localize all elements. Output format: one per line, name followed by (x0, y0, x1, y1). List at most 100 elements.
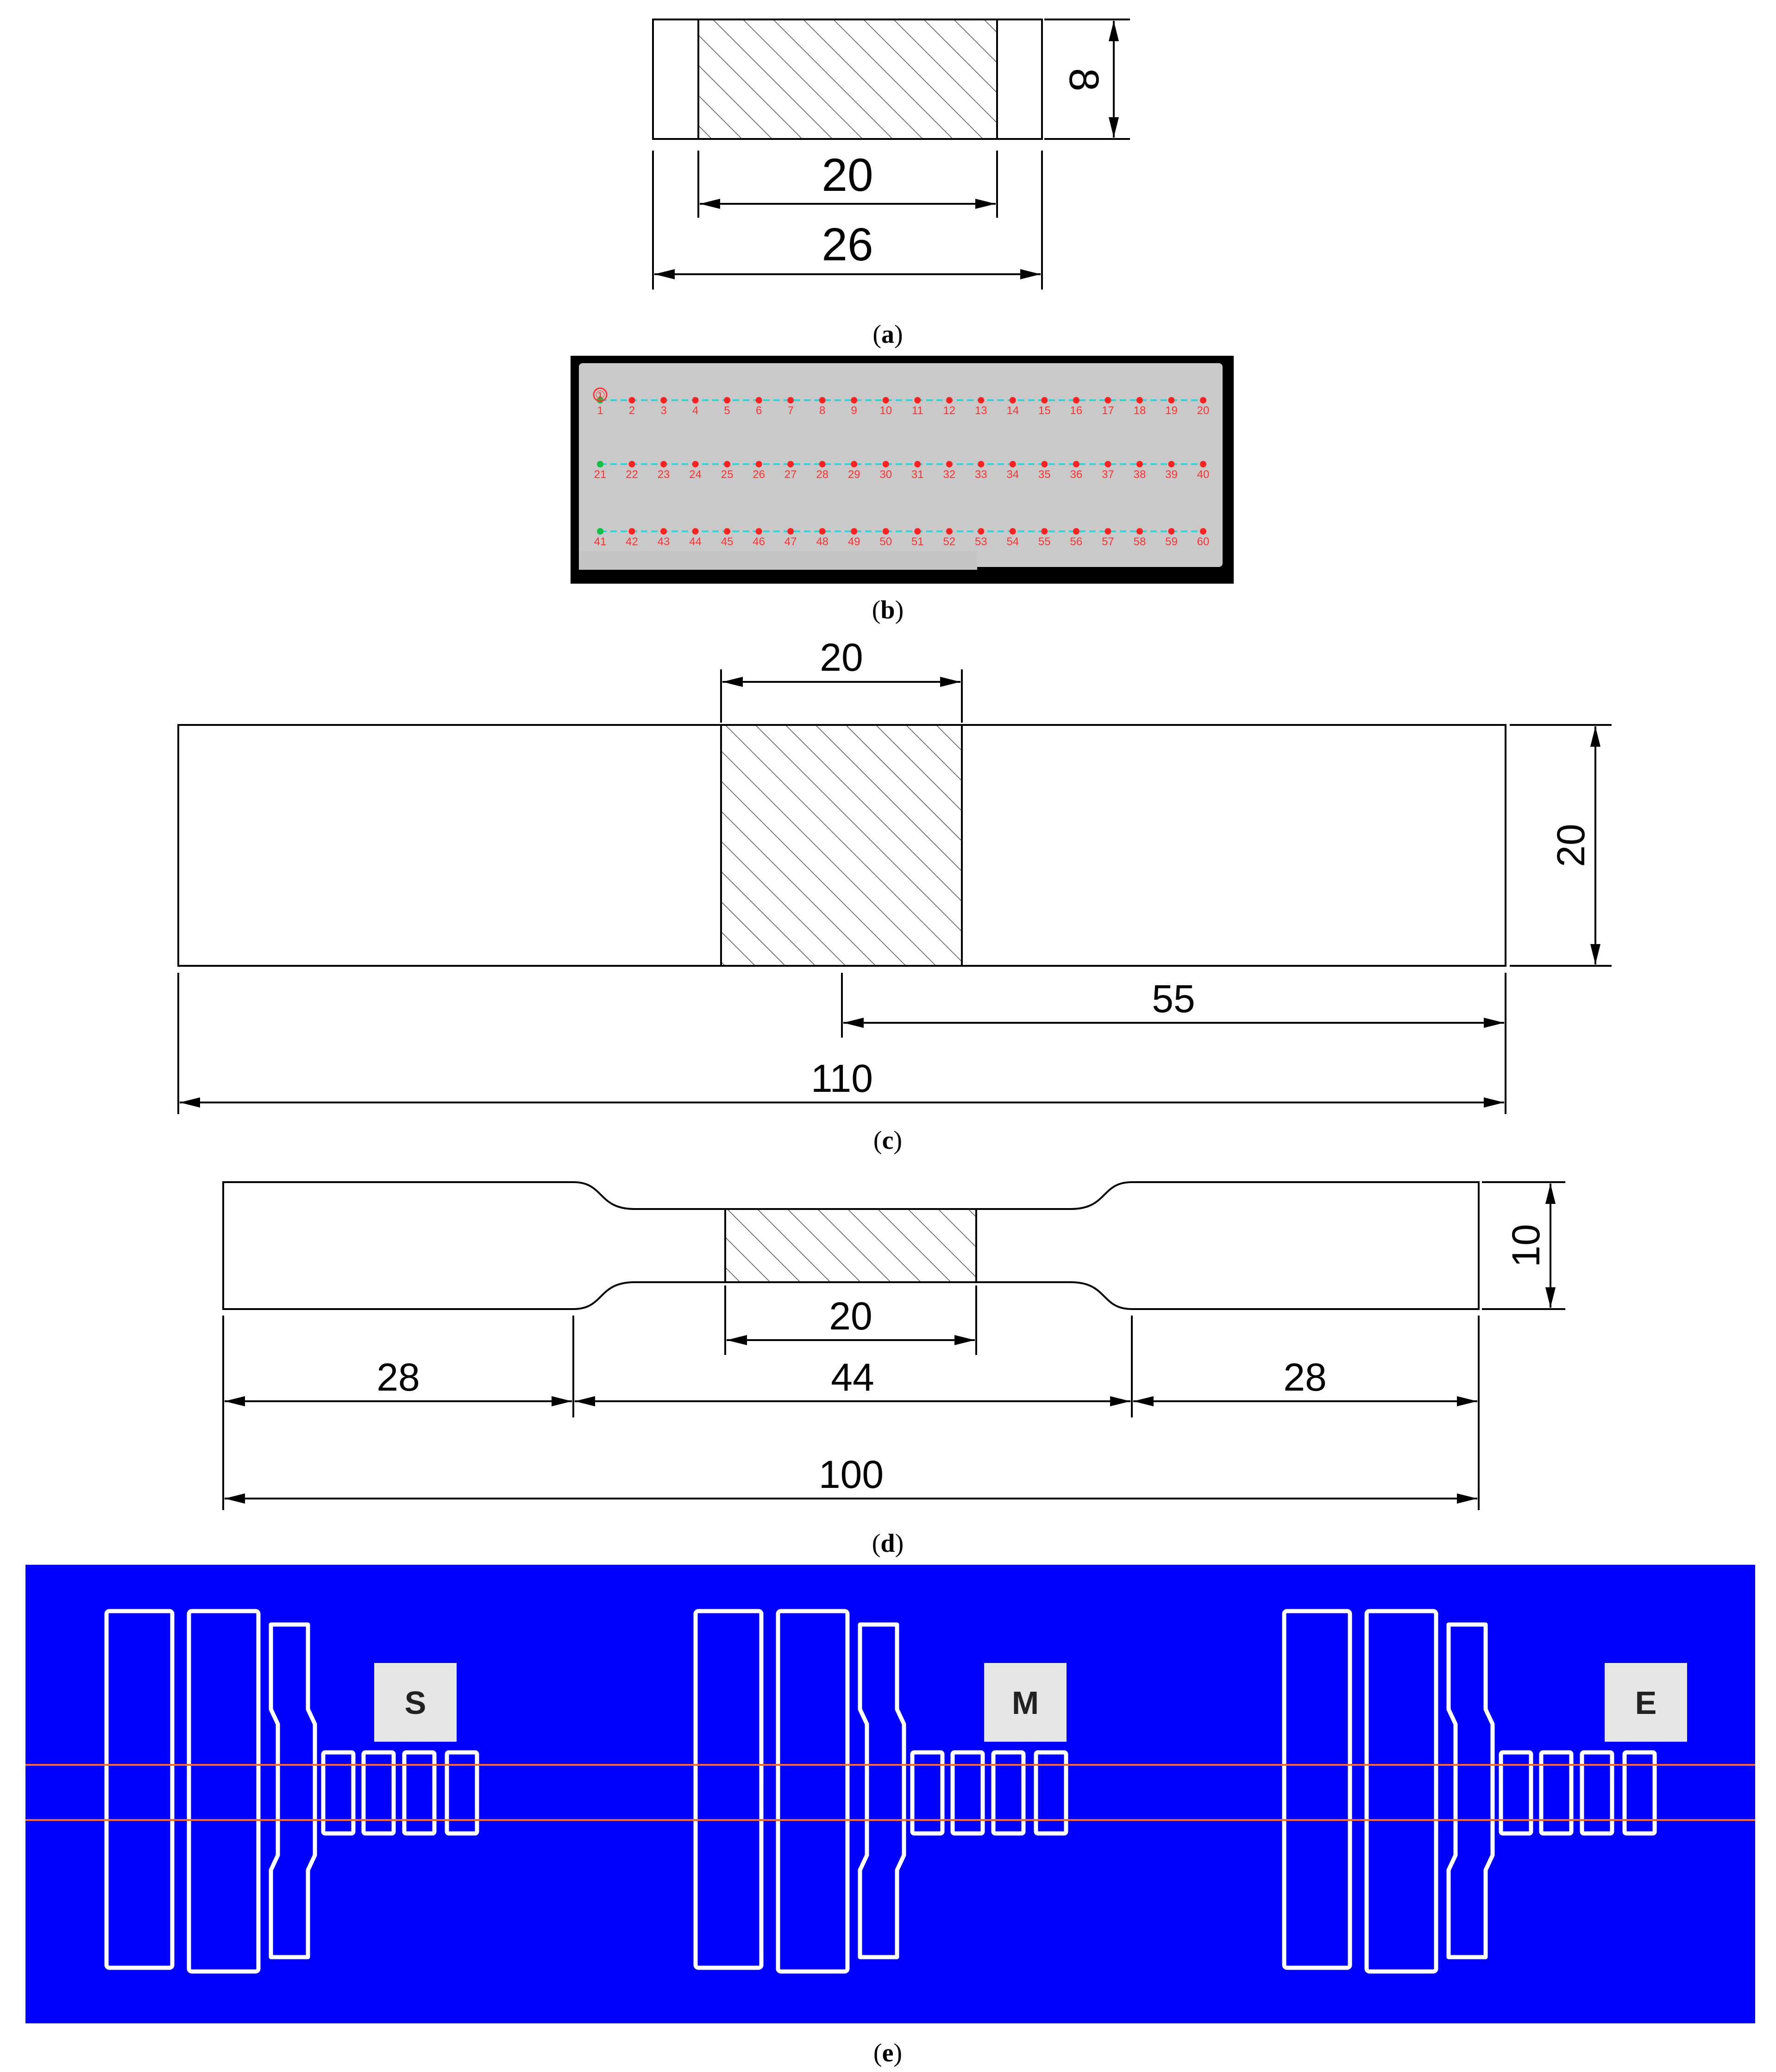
block-specimen (1499, 1750, 1533, 1836)
measurement-point (692, 461, 699, 467)
block-specimen (1034, 1750, 1068, 1836)
specimen-c-hatched-zone (720, 724, 963, 967)
measurement-point-label: 55 (1038, 535, 1051, 548)
measurement-point-label: 13 (975, 404, 987, 417)
dim-c-total-label: 110 (811, 1057, 873, 1100)
measurement-point-label: 28 (816, 468, 828, 481)
measurement-point-label: 15 (1038, 404, 1051, 417)
measurement-point-label: 4 (692, 404, 698, 417)
group-tag (984, 1663, 1067, 1742)
measurement-point-label: 47 (784, 535, 797, 548)
specimen-group: S (104, 1609, 479, 1974)
dogbone-specimen (858, 1622, 906, 1959)
measurement-point (946, 528, 953, 535)
measurement-point (1041, 528, 1048, 535)
measurement-point-label: 56 (1070, 535, 1083, 548)
measurement-point (660, 461, 667, 467)
measurement-point (914, 397, 921, 403)
measurement-point-label: 1 (597, 404, 603, 417)
measurement-point-label: 52 (943, 535, 955, 548)
panel-d (222, 1181, 1565, 1510)
measurement-point (978, 461, 985, 467)
measurement-point-label: 44 (689, 535, 702, 548)
dim-a-inner-label: 20 (822, 149, 873, 201)
block-specimen (321, 1750, 356, 1836)
bar-specimen (1282, 1609, 1352, 1970)
caption-c: (c) (873, 1126, 902, 1155)
measurement-point (1136, 528, 1143, 535)
block-specimen (402, 1750, 437, 1836)
bar-specimen (104, 1609, 175, 1970)
measurement-point-label: 5 (724, 404, 730, 417)
group-tag (374, 1663, 457, 1742)
measurement-point (755, 461, 762, 467)
block-specimen (910, 1750, 945, 1836)
measurement-point-label: 6 (756, 404, 762, 417)
measurement-point-label: 39 (1165, 468, 1178, 481)
group-tag (1605, 1663, 1687, 1742)
measurement-point (1168, 528, 1175, 535)
measurement-point (1073, 461, 1079, 467)
dim-a-height-label: 8 (1061, 68, 1107, 91)
measurement-point (724, 461, 731, 467)
measurement-point-label: 31 (911, 468, 924, 481)
measurement-point (851, 461, 858, 467)
measurement-point-label: 27 (784, 468, 797, 481)
measurement-point (787, 528, 794, 535)
measurement-point-label: 26 (753, 468, 765, 481)
measurement-point (628, 528, 635, 535)
group-tag-label: E (1635, 1685, 1657, 1721)
measurement-point-label: 18 (1134, 404, 1146, 417)
caption-a: (a) (872, 320, 903, 349)
measurement-point-label: 46 (753, 535, 765, 548)
block-specimen (1580, 1750, 1614, 1836)
measurement-point (819, 461, 826, 467)
measurement-point (755, 528, 762, 535)
dim-d-hatch-label: 20 (829, 1294, 872, 1338)
measurement-point-label: 36 (1070, 468, 1083, 481)
bar-specimen (776, 1609, 850, 1974)
origin-marker-label: ① (595, 389, 605, 402)
measurement-point (1073, 528, 1079, 535)
measurement-point (1041, 397, 1048, 403)
measurement-point (724, 528, 731, 535)
measurement-point-label: 38 (1134, 468, 1146, 481)
measurement-point-label: 16 (1070, 404, 1083, 417)
dim-c-hatch-label: 20 (820, 636, 863, 679)
caption-b: (b) (872, 596, 904, 624)
measurement-point (1200, 528, 1206, 535)
measurement-point (914, 461, 921, 467)
specimen-group: M (693, 1609, 1068, 1974)
measurement-point-label: 19 (1165, 404, 1178, 417)
measurement-point (597, 528, 603, 535)
block-specimen (1622, 1750, 1657, 1836)
measurement-point (1105, 461, 1111, 467)
measurement-point (755, 397, 762, 403)
measurement-point-label: 50 (879, 535, 892, 548)
measurement-point (787, 461, 794, 467)
measurement-point (1136, 397, 1143, 403)
measurement-point-label: 24 (689, 468, 702, 481)
measurement-point-label: 54 (1006, 535, 1019, 548)
measurement-point-label: 3 (660, 404, 666, 417)
specimen-d-outline (222, 1181, 1480, 1310)
measurement-point (819, 397, 826, 403)
caption-e: (e) (873, 2039, 902, 2067)
measurement-point (882, 461, 889, 467)
dim-d-height-label: 10 (1504, 1224, 1548, 1267)
group-tag-label: S (405, 1685, 427, 1721)
measurement-point-label: 33 (975, 468, 987, 481)
panel-a (652, 19, 1130, 290)
build-plate (25, 1565, 1755, 2023)
measurement-point (946, 397, 953, 403)
measurement-point (1009, 461, 1016, 467)
bar-specimen (693, 1609, 764, 1970)
measurement-point (724, 397, 731, 403)
specimen-group: E (1282, 1609, 1687, 1974)
measurement-point (1200, 397, 1206, 403)
measurement-point (1009, 528, 1016, 535)
measurement-point-label: 17 (1102, 404, 1114, 417)
measurement-point (882, 397, 889, 403)
measurement-point (946, 461, 953, 467)
